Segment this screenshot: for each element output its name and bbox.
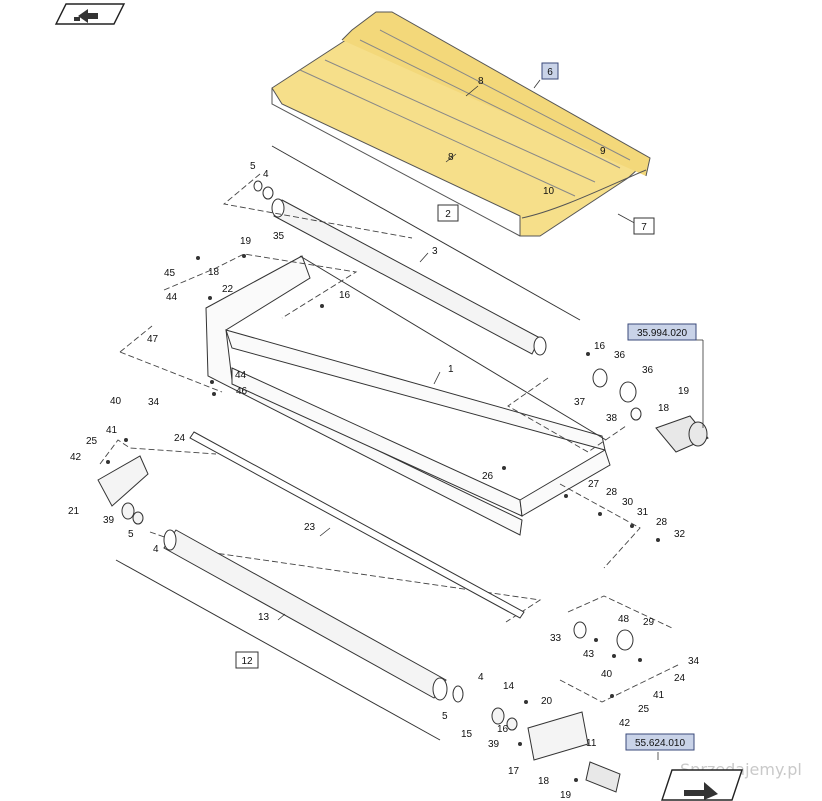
callout-41: 41 — [106, 425, 118, 436]
callout-40: 40 — [601, 669, 613, 680]
callout-9: 9 — [600, 146, 606, 157]
callout-16: 16 — [594, 341, 606, 352]
callout-19: 19 — [560, 790, 572, 801]
callout-15: 15 — [461, 729, 473, 740]
callout-10: 10 — [543, 186, 555, 197]
callout-20: 20 — [541, 696, 553, 707]
callout-32: 32 — [674, 529, 686, 540]
callout-1: 1 — [448, 364, 454, 375]
callout-42: 42 — [70, 452, 82, 463]
shaft — [189, 431, 525, 619]
reference-upper-motor-link[interactable]: 35.994.020 — [627, 323, 697, 341]
callout-39: 39 — [488, 739, 500, 750]
callout-33: 33 — [550, 633, 562, 644]
callout-labels: 1 3 4 4 4 5 5 5 8 8 9 10 11 13 14 15 16 … — [68, 76, 700, 801]
box-ref-7: 7 — [633, 217, 655, 235]
callout-13: 13 — [258, 612, 270, 623]
callout-37: 37 — [574, 397, 586, 408]
callout-44: 44 — [235, 370, 247, 381]
callout-28: 28 — [606, 487, 618, 498]
callout-11: 11 — [586, 738, 597, 749]
callout-16: 16 — [339, 290, 351, 301]
callout-47: 47 — [147, 334, 159, 345]
callout-31: 31 — [637, 507, 649, 518]
callout-25: 25 — [638, 704, 650, 715]
callout-24: 24 — [174, 433, 186, 444]
callout-7: 7 — [641, 222, 647, 233]
callout-14: 14 — [503, 681, 515, 692]
callout-35: 35 — [273, 231, 285, 242]
box-ref-6[interactable]: 6 — [541, 62, 559, 80]
callout-3: 3 — [432, 246, 438, 257]
callout-5: 5 — [250, 161, 256, 172]
callout-24: 24 — [674, 673, 686, 684]
callout-18: 18 — [658, 403, 670, 414]
left-bearing-plate — [97, 455, 149, 525]
callout-4: 4 — [153, 544, 159, 555]
callout-21: 21 — [68, 506, 80, 517]
reference-lower-motor-link[interactable]: 55.624.010 — [625, 733, 695, 751]
callout-8: 8 — [478, 76, 484, 87]
reference-upper-motor: 35.994.020 — [637, 328, 687, 339]
callout-25: 25 — [86, 436, 98, 447]
view-icon[interactable] — [54, 3, 126, 25]
callout-36: 36 — [642, 365, 654, 376]
upper-drive-motor — [592, 368, 709, 453]
callout-41: 41 — [653, 690, 665, 701]
callout-48: 48 — [618, 614, 630, 625]
callout-5: 5 — [128, 529, 134, 540]
callout-30: 30 — [622, 497, 634, 508]
callout-22: 22 — [222, 284, 234, 295]
callout-17: 17 — [508, 766, 520, 777]
callout-16: 16 — [497, 724, 509, 735]
callout-29: 29 — [643, 617, 655, 628]
callout-43: 43 — [583, 649, 595, 660]
lower-drive-motor — [573, 621, 634, 793]
box-ref-2: 2 — [437, 204, 459, 222]
callout-44: 44 — [166, 292, 178, 303]
box-ref-12: 12 — [235, 651, 259, 669]
callout-19: 19 — [678, 386, 690, 397]
callout-18: 18 — [208, 267, 220, 278]
callout-4: 4 — [478, 672, 484, 683]
callout-34: 34 — [148, 397, 160, 408]
callout-39: 39 — [103, 515, 115, 526]
next-page-icon[interactable] — [661, 769, 743, 801]
callout-5: 5 — [442, 711, 448, 722]
lower-roller — [163, 529, 464, 703]
callout-45: 45 — [164, 268, 176, 279]
callout-27: 27 — [588, 479, 600, 490]
callout-42: 42 — [619, 718, 631, 729]
reference-lower-motor: 55.624.010 — [635, 738, 685, 749]
callout-46: 46 — [236, 386, 248, 397]
upper-roller — [253, 180, 547, 356]
callout-8: 8 — [448, 152, 454, 163]
fasteners — [106, 254, 660, 782]
main-frame — [205, 255, 611, 536]
callout-6: 6 — [547, 67, 553, 78]
right-bearing-plate — [491, 707, 589, 761]
callout-18: 18 — [538, 776, 550, 787]
belt-assembly — [271, 11, 651, 237]
callout-4: 4 — [263, 169, 269, 180]
callout-28: 28 — [656, 517, 668, 528]
callout-26: 26 — [482, 471, 494, 482]
callout-34: 34 — [688, 656, 700, 667]
callout-12: 12 — [241, 656, 253, 667]
callout-40: 40 — [110, 396, 122, 407]
callout-36: 36 — [614, 350, 626, 361]
callout-19: 19 — [240, 236, 252, 247]
callout-23: 23 — [304, 522, 316, 533]
callout-2: 2 — [445, 209, 451, 220]
callout-38: 38 — [606, 413, 618, 424]
